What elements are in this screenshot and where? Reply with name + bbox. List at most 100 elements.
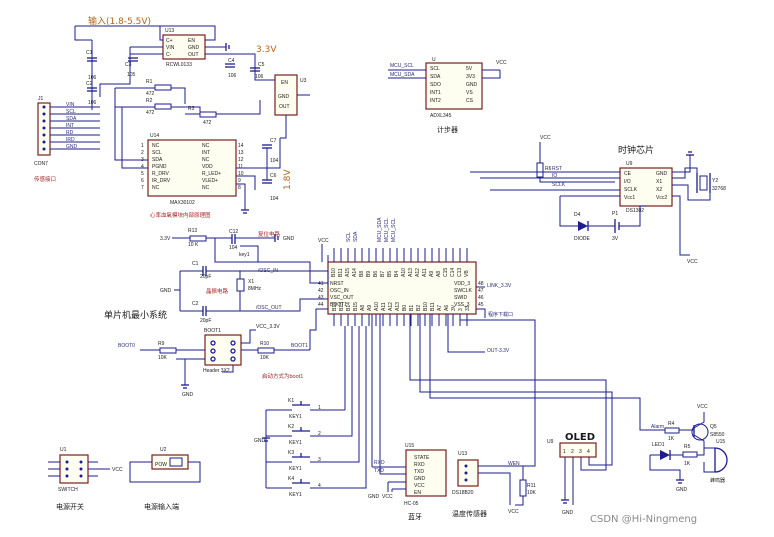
- mcu-bottom-pin: 3V: [451, 304, 457, 311]
- rtc-crystal-ref: Y2: [712, 178, 718, 184]
- reset-c-value: 104: [229, 245, 238, 251]
- max30102-ref: U14: [150, 133, 159, 139]
- r3-value: 472: [203, 120, 212, 126]
- ldo-pin-out: OUT: [188, 52, 199, 58]
- adxl345-right-pin: VS: [466, 90, 473, 96]
- cap-c1: C1 106: [86, 50, 97, 81]
- key-name: KEY1: [289, 492, 302, 498]
- jack-part: POW: [155, 462, 167, 468]
- ds1302-left-pin: Vcc1: [624, 195, 635, 201]
- buzzer-ref: U15: [716, 439, 725, 445]
- switch-ref: U1: [60, 447, 67, 453]
- r2-value: 472: [146, 110, 155, 116]
- mcu-top-pin: A8: [436, 271, 442, 277]
- mcu-top-net-4: MCU_SCL: [391, 218, 397, 242]
- ldo-1v8-pin-gnd: GND: [278, 94, 290, 100]
- ds1302-chip: [619, 167, 673, 207]
- adxl-net-sda: MCU_SDA: [390, 72, 415, 78]
- ds1302-left-pin: I/O: [624, 179, 631, 185]
- cap-c2-label: C2: [86, 81, 93, 87]
- hc05-ref: U15: [405, 443, 414, 449]
- ldo-ref: U13: [165, 28, 174, 34]
- diode-part: DIODE: [574, 236, 591, 242]
- net-boot0: BOOT0: [118, 343, 135, 349]
- cap-c4: C4 106: [225, 58, 237, 79]
- mcu-top-pin: C15: [443, 268, 449, 277]
- reset-c-ref: C12: [229, 229, 238, 235]
- rtc-diode: D4 DIODE: [574, 212, 591, 242]
- net-boot1: BOOT1: [291, 343, 308, 349]
- max30102-right-pin: INT: [202, 150, 210, 156]
- hc05-pin: GND: [414, 476, 426, 482]
- oled-pin-2: 2: [571, 449, 574, 455]
- ldo-1v8-section: U3 EN GND OUT 1.8V C7 104 C6 104: [236, 68, 310, 202]
- mcu-left-num: 42: [318, 288, 324, 294]
- resistor-r4: [664, 427, 680, 434]
- mcu-bottom-pin: A9: [367, 305, 373, 311]
- mcu-top-pin: A15: [345, 268, 351, 277]
- resistor-r5: [682, 451, 698, 458]
- ds1302-part: DS1302: [626, 208, 644, 214]
- osc-c2-ref: C2: [192, 301, 199, 307]
- max30102-chip: [147, 139, 237, 197]
- oled-pin-4: 4: [587, 449, 590, 455]
- adxl345-chip: [425, 62, 483, 110]
- cap-c3: C3 105: [125, 57, 138, 78]
- mcu-top-pin: A10: [401, 268, 407, 277]
- mcu-top-net-0: SCL: [346, 232, 352, 242]
- bt-gnd: GND: [368, 494, 380, 500]
- mcu-label: 单片机最小系统: [104, 309, 167, 321]
- ldo-pin-cplus: C+: [166, 38, 173, 44]
- max30102-right-num: 10: [238, 171, 244, 177]
- j1-net-label: RD: [66, 130, 74, 136]
- r1-label: R1: [146, 79, 153, 85]
- j1-pin: [42, 126, 46, 130]
- mcu-right-num: 46: [478, 295, 484, 301]
- ds1302-right-pin: X2: [656, 187, 662, 193]
- resistor-r11: [519, 479, 527, 497]
- boot-vcc33: VCC_3.3V: [256, 324, 280, 330]
- mcu-net-download: 程序下载口: [488, 311, 513, 318]
- mcu-top-pin: B5: [387, 271, 393, 277]
- mcu-net-3v3: LINK_3.3V: [487, 283, 512, 289]
- boot-label: 启动方式为boot1: [262, 372, 303, 380]
- mcu-right-num: 48: [478, 281, 484, 287]
- key-name: KEY1: [289, 440, 302, 446]
- j1-name: CON7: [34, 161, 48, 167]
- mcu-top-pin: B8: [359, 271, 365, 277]
- net-osc-out: /OSC_OUT: [256, 305, 282, 311]
- power-switch-label: 电源开关: [56, 502, 84, 511]
- j1-net-label: IRD: [66, 137, 75, 143]
- r10-value: 10K: [260, 355, 270, 361]
- cap-c6: C6 104: [262, 173, 279, 202]
- ds18b20-chip: [457, 459, 479, 487]
- jack-ref: U2: [160, 447, 167, 453]
- ldo-part: RCWL0133: [166, 62, 192, 68]
- mcu-top-pin: C13: [457, 268, 463, 277]
- buzzer-icon: [714, 447, 728, 473]
- cap-c5-label: C5: [258, 62, 265, 68]
- cap-c6-label: C6: [270, 173, 277, 179]
- max30102-right-pin: NC: [202, 143, 210, 149]
- switch-part: SWITCH: [58, 487, 78, 493]
- mcu-bottom-pin: B2: [416, 305, 422, 311]
- power-input-title: 输入(1.8-5.5V): [88, 15, 151, 27]
- r4-value: 1K: [668, 436, 675, 442]
- key-ref: K1: [288, 398, 294, 404]
- r1-value: 472: [146, 91, 155, 97]
- max30102-right-pin: NC: [202, 157, 210, 163]
- led-ref: LED1: [652, 442, 665, 448]
- key-bus: [345, 326, 367, 489]
- max30102-right-pin: VDD: [202, 164, 213, 170]
- osc-c2-value: 20pF: [200, 318, 211, 324]
- r5-ref: R5: [684, 444, 691, 450]
- adxl345-right-pin: 3V3: [466, 74, 475, 80]
- max30102-left-pin: SDA: [152, 157, 163, 163]
- key-bus: [345, 326, 360, 463]
- r5-value: 1K: [684, 461, 691, 467]
- boot-header-ref: BOOT1: [204, 328, 221, 334]
- cap-c2: C2 106: [86, 81, 97, 106]
- rtc-section: U9 DS1302 时钟芯片 CEI/OSCLKVcc1GNDX1X2Vcc2 …: [470, 135, 726, 265]
